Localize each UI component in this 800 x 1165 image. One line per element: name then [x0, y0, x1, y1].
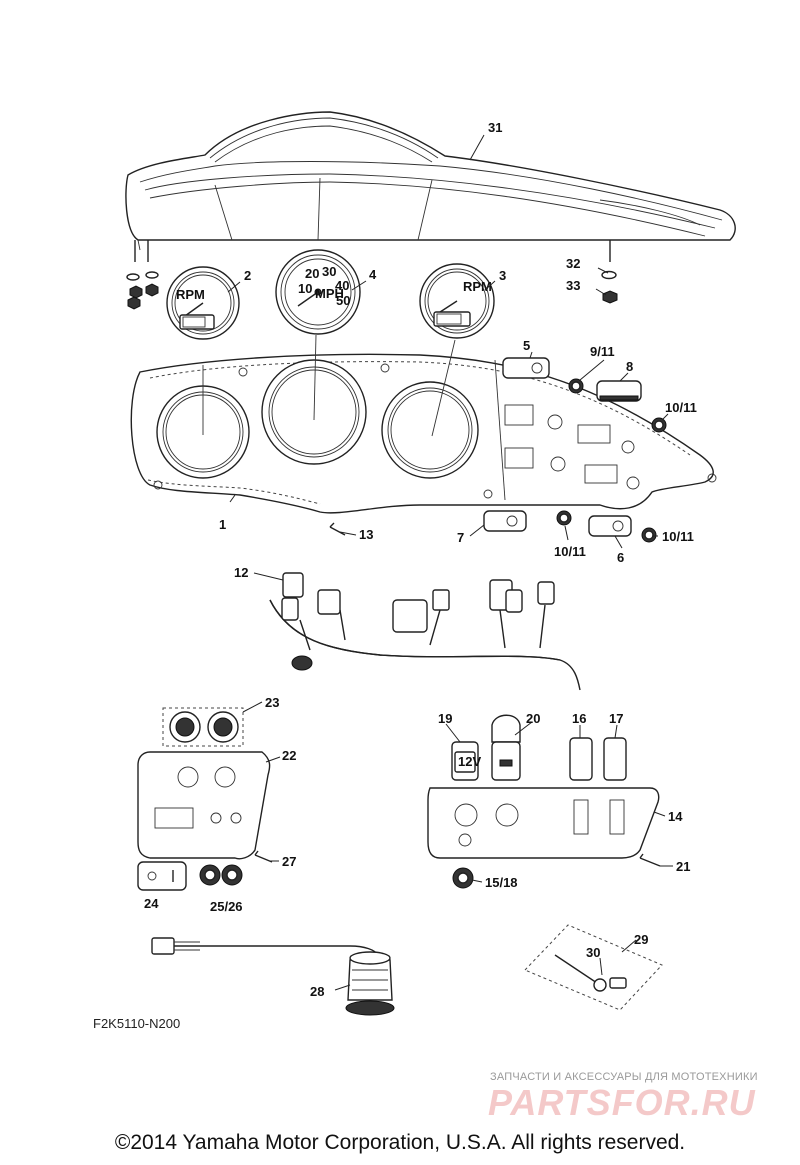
callout-4: 4 [369, 267, 377, 282]
callout-20: 20 [526, 711, 540, 726]
callout-33: 33 [566, 278, 580, 293]
callout-15-18: 15/18 [485, 875, 518, 890]
callout-19: 19 [438, 711, 452, 726]
callout-8: 8 [626, 359, 633, 374]
speedometer-gauge [275, 249, 361, 335]
callout-24: 24 [144, 896, 159, 911]
callout-10-11-upper: 10/11 [665, 400, 697, 415]
callout-23: 23 [265, 695, 279, 710]
key-set-29 [524, 924, 663, 1011]
outlet-12v-label: 12V [458, 754, 481, 769]
callout-30: 30 [586, 945, 600, 960]
switch-6 [588, 515, 632, 537]
left-lower-panel [137, 751, 271, 860]
callout-2: 2 [244, 268, 251, 283]
callout-32: 32 [566, 256, 580, 271]
watermark-logo: PARTSFOR.RU [488, 1082, 756, 1123]
callout-10-11-lower: 10/11 [554, 544, 586, 559]
cable-28 [151, 937, 395, 1016]
tach-right-unit: RPM [463, 279, 492, 294]
callout-12: 12 [234, 565, 248, 580]
screw-21 [639, 853, 661, 867]
speed-tick-40: 40 [335, 278, 349, 293]
speed-tick-30: 30 [322, 264, 336, 279]
callout-1: 1 [219, 517, 226, 532]
callout-28: 28 [310, 984, 324, 999]
speed-unit: MPH [315, 286, 344, 301]
mounting-hardware [126, 270, 618, 310]
callout-29: 29 [634, 932, 648, 947]
callout-3: 3 [499, 268, 506, 283]
callout-7: 7 [457, 530, 464, 545]
grommets-25-26 [199, 864, 243, 886]
switch-5 [502, 357, 550, 379]
right-lower-panel [427, 787, 660, 859]
speed-tick-50: 50 [336, 293, 350, 308]
leader-lines [227, 134, 673, 991]
drawing-code: F2K5110-N200 [93, 1016, 181, 1031]
callout-14: 14 [668, 809, 683, 824]
callout-6: 6 [617, 550, 624, 565]
cap-set-23-box [162, 707, 244, 747]
outlet-19 [451, 741, 479, 781]
switch-7 [483, 510, 527, 532]
speed-tick-10: 10 [298, 281, 312, 296]
callout-13: 13 [359, 527, 373, 542]
tachometer-left-gauge [166, 266, 240, 340]
rocker-16 [569, 737, 593, 781]
copyright-notice: ©2014 Yamaha Motor Corporation, U.S.A. A… [114, 1131, 686, 1154]
callout-27: 27 [282, 854, 296, 869]
usb-outlet-20 [491, 714, 521, 781]
caps-23 [169, 711, 239, 743]
dash-cover [125, 111, 736, 262]
screw-13 [329, 522, 346, 536]
callout-21: 21 [676, 859, 690, 874]
callout-25-26: 25/26 [210, 899, 243, 914]
tach-left-unit: RPM [176, 287, 205, 302]
callout-10-11-right: 10/11 [662, 529, 694, 544]
switch-24 [137, 861, 187, 891]
wire-harness [269, 572, 581, 691]
switch-8 [596, 380, 642, 402]
watermark-tagline: ЗАПЧАСТИ И АКСЕССУАРЫ ДЛЯ МОТОТЕХНИКИ [490, 1071, 758, 1083]
callout-17: 17 [609, 711, 623, 726]
callout-16: 16 [572, 711, 586, 726]
screw-27 [254, 850, 273, 863]
rocker-17 [603, 737, 627, 781]
callout-31: 31 [488, 120, 502, 135]
tachometer-right-gauge [419, 263, 495, 339]
speed-tick-20: 20 [305, 266, 319, 281]
callout-22: 22 [282, 748, 296, 763]
callout-9-11: 9/11 [590, 344, 615, 359]
main-meter-panel [130, 334, 717, 514]
callout-5: 5 [523, 338, 530, 353]
grommet-15-18 [452, 867, 474, 889]
